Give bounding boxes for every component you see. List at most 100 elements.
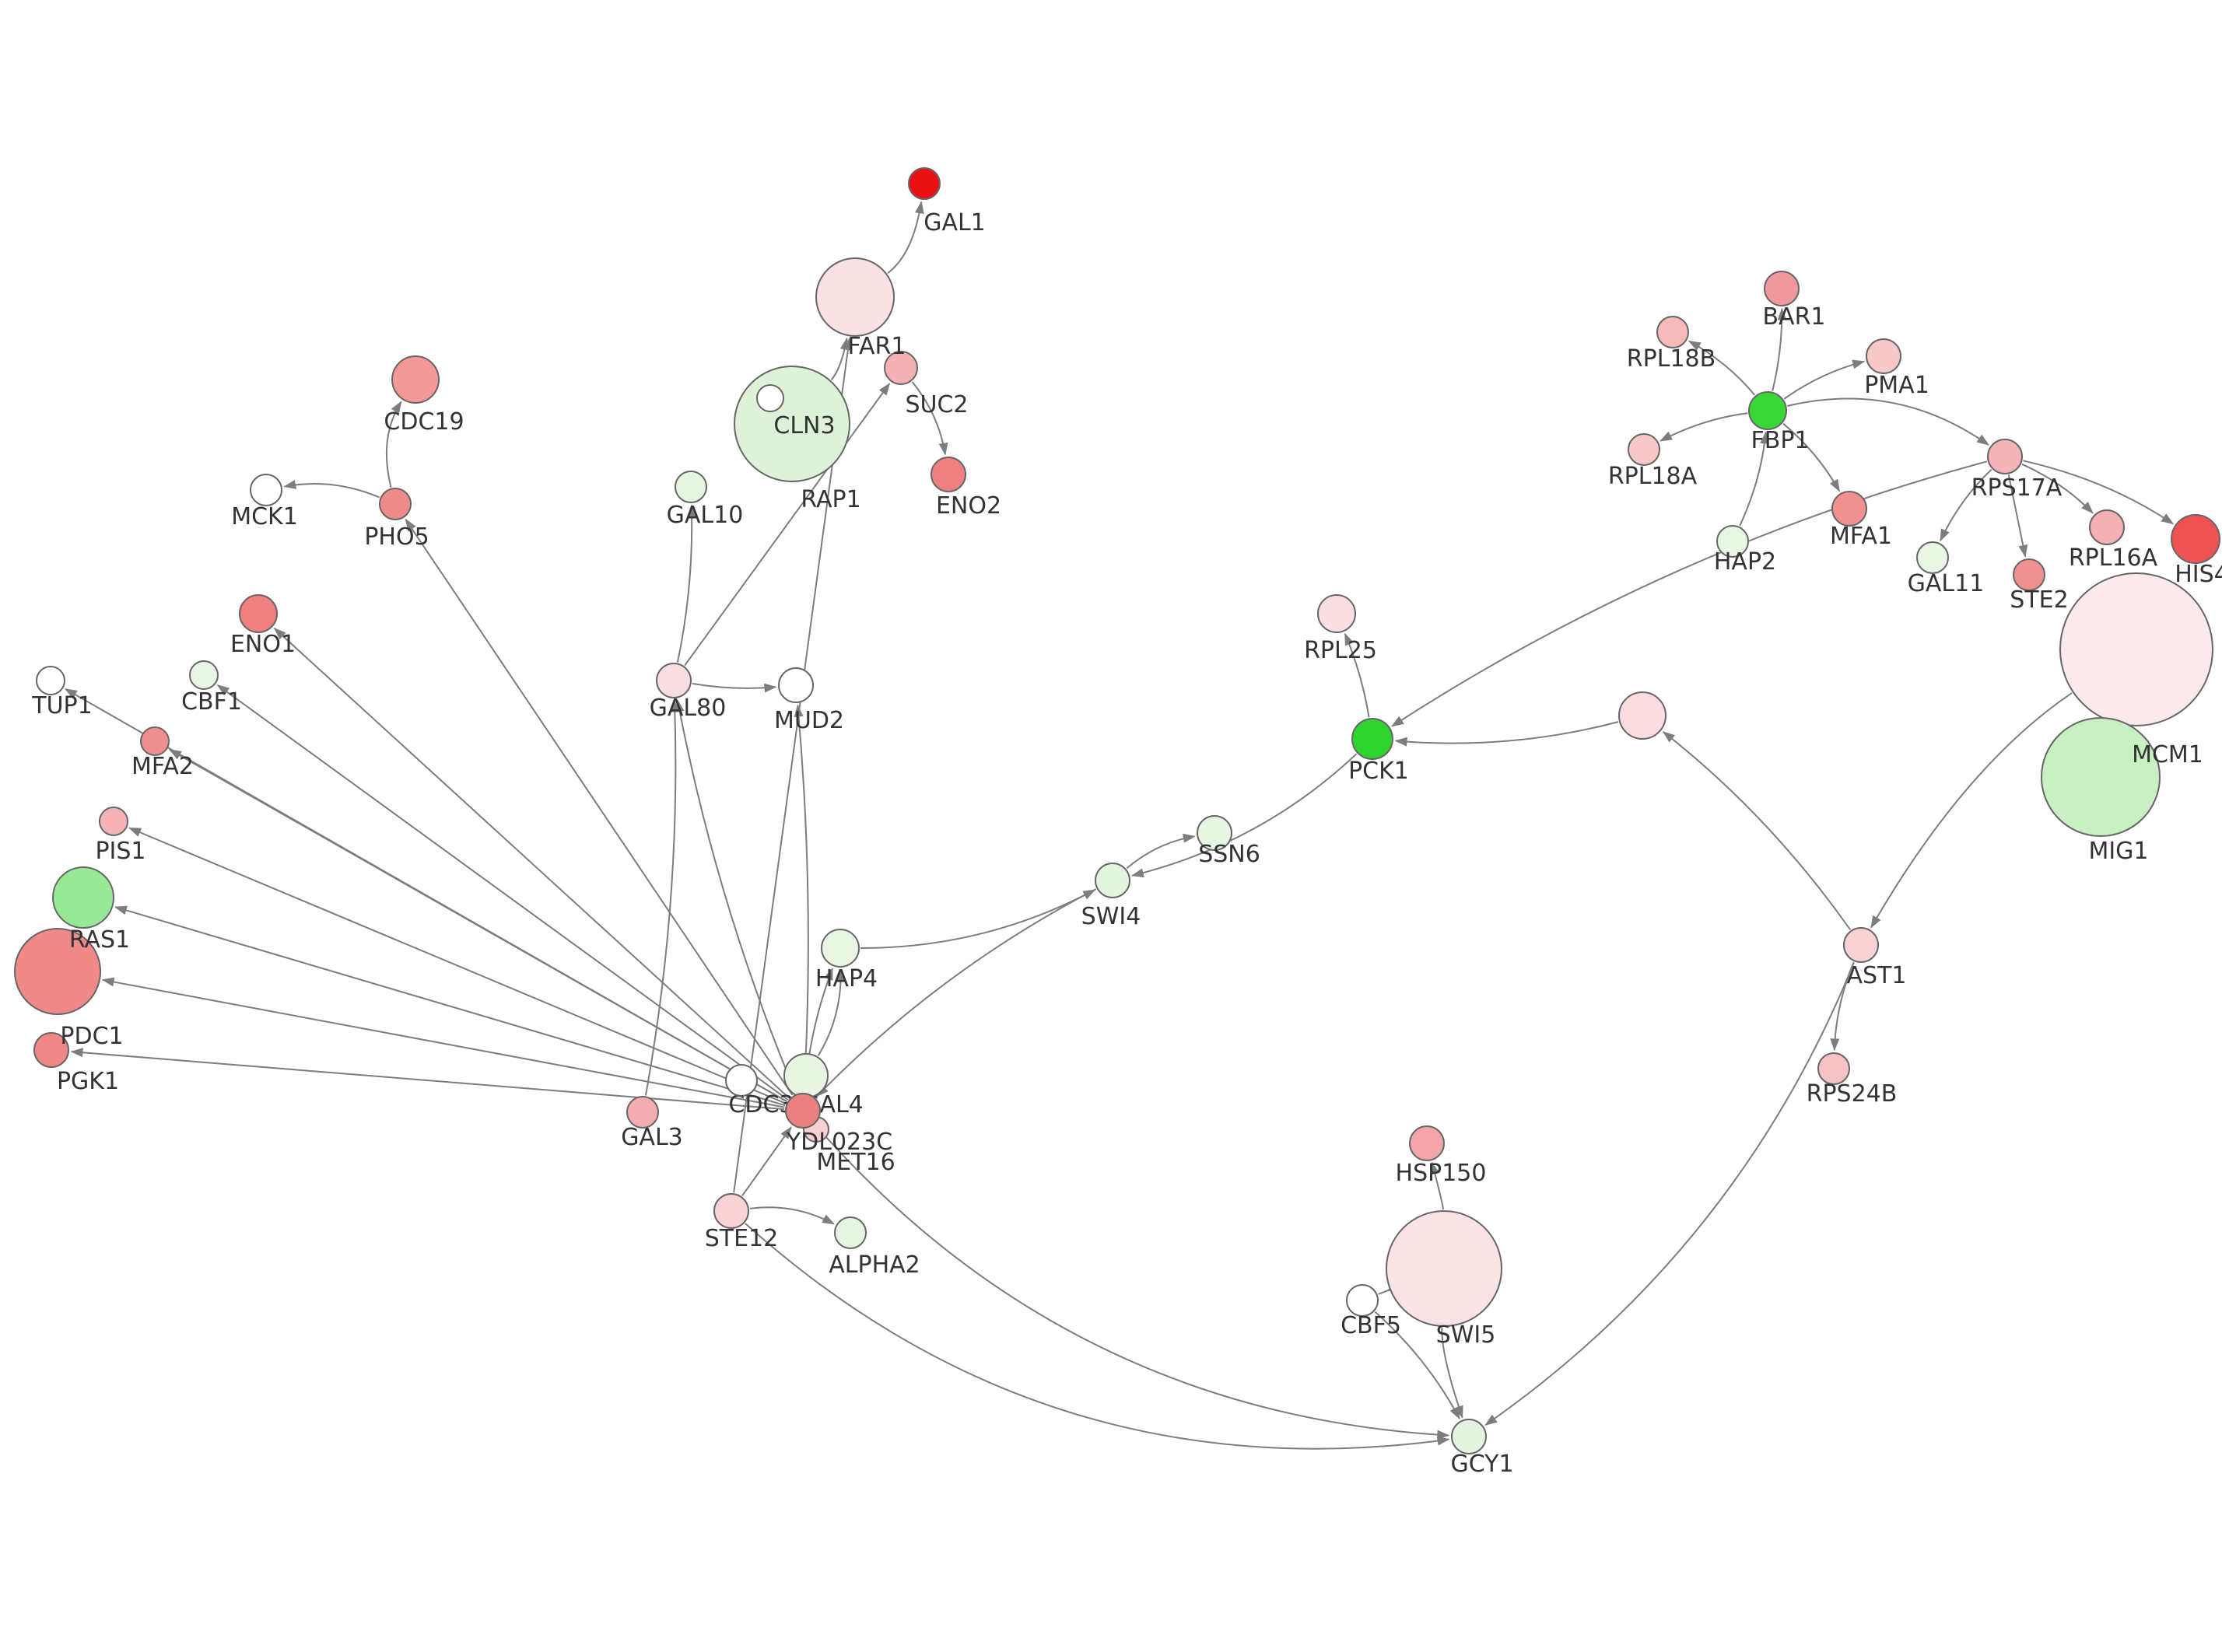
- edge-GAL80-MUD2[interactable]: [692, 682, 777, 693]
- edge-GAL4-PIS1[interactable]: [128, 827, 787, 1104]
- node-GAL3[interactable]: [626, 1096, 659, 1129]
- node-GAL80[interactable]: [656, 663, 692, 698]
- edge-CLN3-FAR1[interactable]: [830, 337, 850, 380]
- node-SUC2[interactable]: [884, 351, 918, 385]
- node-PCK1[interactable]: [1351, 718, 1393, 760]
- node-RPL25[interactable]: [1317, 594, 1356, 633]
- edge-RPS17A-GAL11[interactable]: [1940, 468, 1992, 542]
- edge-FBP1-BAR1[interactable]: [1772, 307, 1787, 391]
- node-BAR1[interactable]: [1764, 271, 1800, 306]
- edge-PHO5-CDC19[interactable]: [385, 401, 402, 488]
- edge-HAP2-FBP1[interactable]: [1739, 431, 1770, 527]
- edge-SWI5-HSP150[interactable]: [1430, 1161, 1444, 1210]
- node-PDC1[interactable]: [14, 928, 101, 1015]
- node-CDC34[interactable]: [725, 1064, 758, 1097]
- node-GCY1[interactable]: [1451, 1419, 1487, 1454]
- edge-CBF5-GCY1[interactable]: [1374, 1311, 1460, 1420]
- node-ALPHA2[interactable]: [834, 1216, 867, 1249]
- node-STE2[interactable]: [2013, 558, 2045, 591]
- edge-AST1-GCY1[interactable]: [1484, 961, 1855, 1426]
- node-GAL4[interactable]: [785, 1093, 821, 1129]
- edge-YDL023C-HAP4[interactable]: [817, 968, 846, 1056]
- node-HSP150[interactable]: [1409, 1125, 1445, 1161]
- node-SSN6[interactable]: [1197, 815, 1232, 851]
- node-MCM1[interactable]: [2059, 572, 2213, 726]
- edge-GAL4-PHO5[interactable]: [405, 518, 794, 1096]
- node-RPS17A[interactable]: [1987, 439, 2023, 474]
- node-TUP1[interactable]: [36, 666, 65, 695]
- edge-RPS17A-PCK1[interactable]: [1391, 460, 1988, 727]
- edge-FBP1-RPS17A[interactable]: [1787, 397, 1989, 446]
- node-PMA1[interactable]: [1866, 338, 1901, 374]
- edge-STE12-ALPHA2[interactable]: [749, 1206, 835, 1225]
- node-MFA1[interactable]: [1831, 491, 1867, 527]
- node-PIS1[interactable]: [99, 807, 128, 836]
- edge-GAL4-ENO1[interactable]: [273, 628, 790, 1099]
- edge-RPS17A-RPL16A[interactable]: [2021, 463, 2094, 514]
- edge-AST1-UNLABELED2[interactable]: [1662, 731, 1852, 930]
- edge-GAL80-GAL10[interactable]: [676, 504, 697, 663]
- edge-GAL4-PDC1[interactable]: [101, 977, 785, 1108]
- edge-FBP1-PMA1[interactable]: [1783, 359, 1866, 400]
- edge-GAL80-SUC2[interactable]: [684, 383, 891, 667]
- edge-GAL3-GAL80[interactable]: [644, 699, 680, 1096]
- edge-FBP1-RPL18A[interactable]: [1659, 412, 1748, 442]
- edge-GAL4-RAS1[interactable]: [114, 905, 786, 1107]
- node-RAS1[interactable]: [52, 866, 114, 929]
- node-YDL023C[interactable]: [783, 1053, 829, 1098]
- node-HAP4[interactable]: [821, 929, 860, 968]
- edge-GAL4-MFA2[interactable]: [168, 749, 787, 1102]
- node-UNLABELED2[interactable]: [1618, 691, 1666, 740]
- edge-MCM1-AST1[interactable]: [1870, 692, 2073, 929]
- node-GAL1[interactable]: [908, 167, 941, 200]
- node-FAR1[interactable]: [815, 257, 895, 337]
- edge-GAL4-CBF1[interactable]: [216, 684, 789, 1101]
- edge-UNLABELED2-PCK1[interactable]: [1394, 721, 1619, 747]
- node-ENO2[interactable]: [931, 457, 966, 492]
- edge-STE12-GAL4[interactable]: [741, 1126, 792, 1197]
- edge-GAL4-PGK1[interactable]: [70, 1048, 785, 1111]
- node-CBF5[interactable]: [1346, 1284, 1379, 1317]
- node-RPS24B[interactable]: [1817, 1052, 1850, 1085]
- edge-FAR1-GAL1[interactable]: [887, 201, 924, 275]
- node-MCK1[interactable]: [250, 474, 282, 506]
- node-CDC19[interactable]: [391, 355, 440, 404]
- edge-GAL4-MUD2[interactable]: [794, 704, 809, 1093]
- node-SWI4[interactable]: [1095, 863, 1130, 898]
- node-AST1[interactable]: [1843, 927, 1879, 963]
- edge-PCK1-RPL25[interactable]: [1344, 632, 1370, 718]
- edge-FBP1-MFA1[interactable]: [1782, 422, 1841, 492]
- node-HIS4[interactable]: [2171, 514, 2220, 564]
- edge-FBP1-RPL18B[interactable]: [1688, 340, 1756, 396]
- edge-GAL4-GCY1[interactable]: [815, 1124, 1450, 1440]
- node-HAP2[interactable]: [1716, 525, 1749, 558]
- node-GAL10[interactable]: [675, 471, 707, 503]
- node-MIG1[interactable]: [2041, 717, 2161, 837]
- edge-PHO5-MCK1[interactable]: [283, 480, 380, 499]
- edge-RPS17A-HIS4[interactable]: [2023, 460, 2175, 525]
- node-PHO5[interactable]: [379, 488, 412, 520]
- edge-STE12-GCY1[interactable]: [745, 1223, 1450, 1450]
- node-SWI5[interactable]: [1386, 1210, 1502, 1327]
- node-CBF1[interactable]: [189, 660, 219, 690]
- node-label-GAL3: GAL3: [621, 1124, 683, 1151]
- edge-RPS17A-STE2[interactable]: [2007, 474, 2028, 558]
- node-RPL18B[interactable]: [1656, 316, 1689, 348]
- node-GAL11[interactable]: [1916, 541, 1949, 574]
- node-RPL18A[interactable]: [1628, 433, 1660, 466]
- node-STE12[interactable]: [713, 1193, 749, 1229]
- node-ENO1[interactable]: [239, 594, 278, 633]
- edge-SWI5-GCY1[interactable]: [1441, 1327, 1463, 1419]
- node-MUD2[interactable]: [778, 667, 814, 703]
- edge-GAL4-GAL80[interactable]: [675, 699, 797, 1094]
- edge-SUC2-ENO2[interactable]: [911, 381, 948, 456]
- edge-HAP4-SWI4[interactable]: [860, 889, 1096, 950]
- node-FBP1[interactable]: [1748, 391, 1787, 430]
- node-PGK1[interactable]: [33, 1032, 69, 1068]
- edge-SWI4-SSN6[interactable]: [1126, 833, 1196, 870]
- edge-SWI4-GAL4[interactable]: [816, 888, 1097, 1097]
- node-UNLABELED1[interactable]: [756, 384, 784, 412]
- node-RPL16A[interactable]: [2089, 509, 2125, 545]
- node-MFA2[interactable]: [140, 726, 170, 756]
- edge-PCK1-SWI4[interactable]: [1130, 753, 1358, 878]
